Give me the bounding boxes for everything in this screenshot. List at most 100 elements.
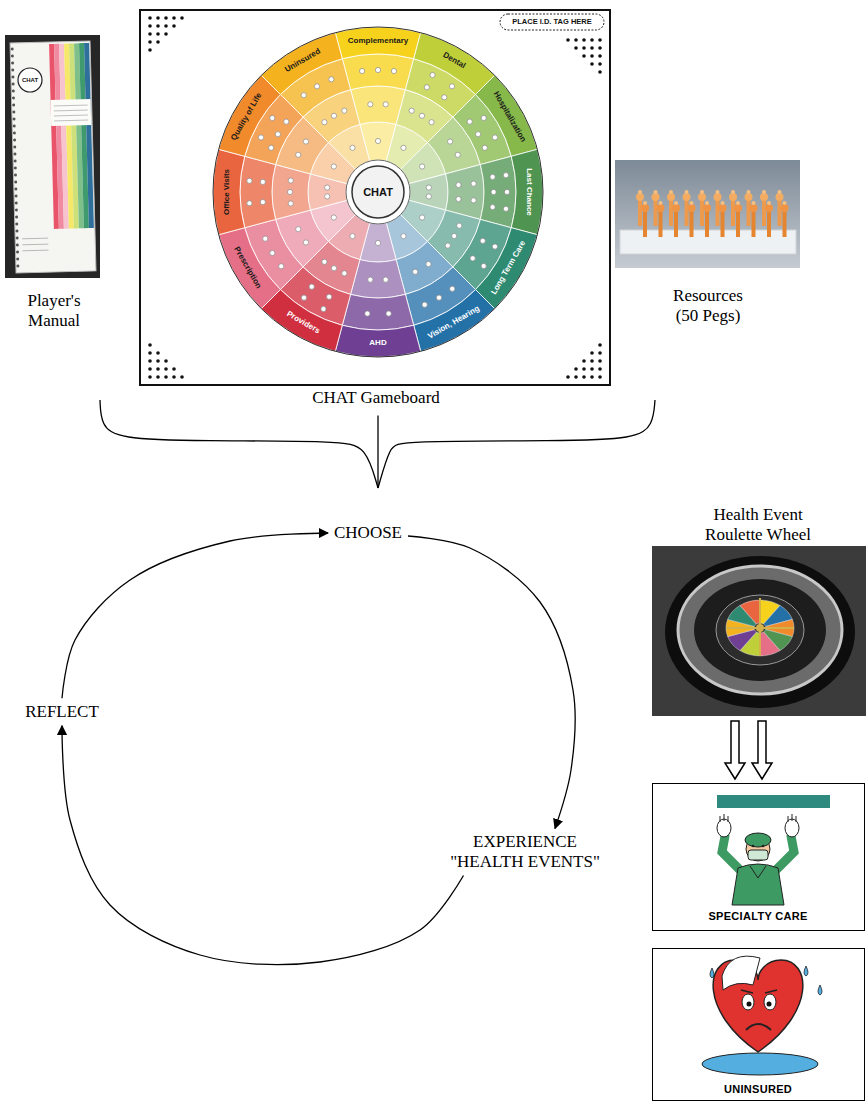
gameboard-frame [481,115,486,120]
gameboard-frame [247,201,252,206]
manual-photo [13,145,16,148]
card-label: UNINSURED [653,1083,863,1096]
manual-photo [16,264,19,267]
gameboard-frame [590,46,594,50]
manual-photo [11,47,14,50]
gameboard-frame [598,70,602,74]
gameboard-frame [327,294,332,299]
gameboard-frame [492,244,497,249]
gameboard-frame [582,359,586,363]
gameboard-frame [467,119,472,124]
pegs-photo [685,200,689,226]
gameboard-frame [491,189,496,194]
gameboard-frame [284,119,289,124]
gameboard-frame [598,54,602,58]
gameboard-frame [582,46,586,50]
pegs-photo [690,211,694,237]
cycle-arrow [408,536,575,828]
category-label: Uninsured [283,48,322,75]
surgeon-picture [717,795,830,905]
manual-photo [12,89,15,92]
manual-photo [12,110,15,113]
gameboard-frame [401,234,406,239]
manual-photo [15,208,18,211]
pegs-photo [719,204,727,212]
gameboard-frame [140,10,610,385]
gameboard-frame [288,201,293,206]
gameboard-frame [490,204,495,209]
photo-panel: Resources (50 Pegs) [612,158,804,400]
pegs-photo [760,193,768,201]
pegs-photo [705,201,709,205]
pegs-photo [781,204,789,212]
surgeon-picture [720,814,796,822]
gameboard-frame [325,194,330,199]
gameboard-frame [471,181,476,186]
caption: CHAT Gameboard [138,388,614,408]
gameboard-frame [213,149,245,234]
gameboard-frame [156,351,160,355]
pegs-photo [752,201,756,205]
manual-photo [84,43,94,228]
gameboard-frame [342,271,347,276]
gameboard-frame [352,166,404,218]
pegs-photo [659,211,663,237]
manual-photo [11,54,14,57]
gameboard-frame [582,367,586,371]
manual-photo [12,96,15,99]
manual-photo [12,103,15,106]
gameboard-frame [480,238,485,243]
gameboard-frame [325,185,330,190]
gameboard-frame [598,351,602,355]
gameboard-frame [219,75,281,156]
pegs-photo [721,211,725,237]
pegs-photo [716,190,720,194]
pegs-photo [729,193,737,201]
gameboard-frame [359,68,364,73]
heart-picture [764,994,776,1010]
gameboard-frame [452,233,457,238]
manual-photo [13,131,16,134]
label-slot: PLACE I.D. TAG HERE [512,18,591,26]
gameboard-frame [148,351,152,355]
gameboard-frame [447,139,452,144]
gameboard-frame [335,325,420,357]
pegs-photo [636,193,644,201]
gameboard-frame [375,240,380,245]
gameboard-frame [331,215,336,220]
manual-photo [14,173,17,176]
gameboard-frame [409,108,414,113]
tag-note: PLACE I.D. TAG HERE [512,18,591,26]
pegs-photo [734,204,742,212]
gameboard-frame [164,375,168,379]
label-slot: Uninsured [283,48,322,75]
logo-text: CHAT [22,77,38,84]
gameboard-frame [365,311,370,316]
gameboard-frame [456,182,461,187]
category-label: Office Visits [223,169,232,215]
manual-photo [5,35,100,278]
heart-picture [742,994,754,1010]
gameboard-frame [303,240,308,245]
gameboard-frame [598,367,602,371]
gameboard-frame [321,306,326,311]
caption: Resources (50 Pegs) [663,286,753,325]
gameboard-frame [346,160,410,224]
gameboard-frame [219,228,281,309]
category-label: Dental [441,51,467,71]
gameboard-frame [301,93,306,98]
gameboard-frame [574,38,578,42]
manual-photo [14,187,17,190]
pegs-photo [672,204,680,212]
roulette-photo [678,566,842,694]
pegs-photo [688,204,696,212]
surgeon-picture [722,836,740,870]
manual-photo [10,41,96,273]
gameboard-frame [590,367,594,371]
gameboard-frame [156,16,160,20]
gameboard-frame [213,27,543,357]
gameboard-frame [436,295,441,300]
gameboard-frame [476,228,538,309]
